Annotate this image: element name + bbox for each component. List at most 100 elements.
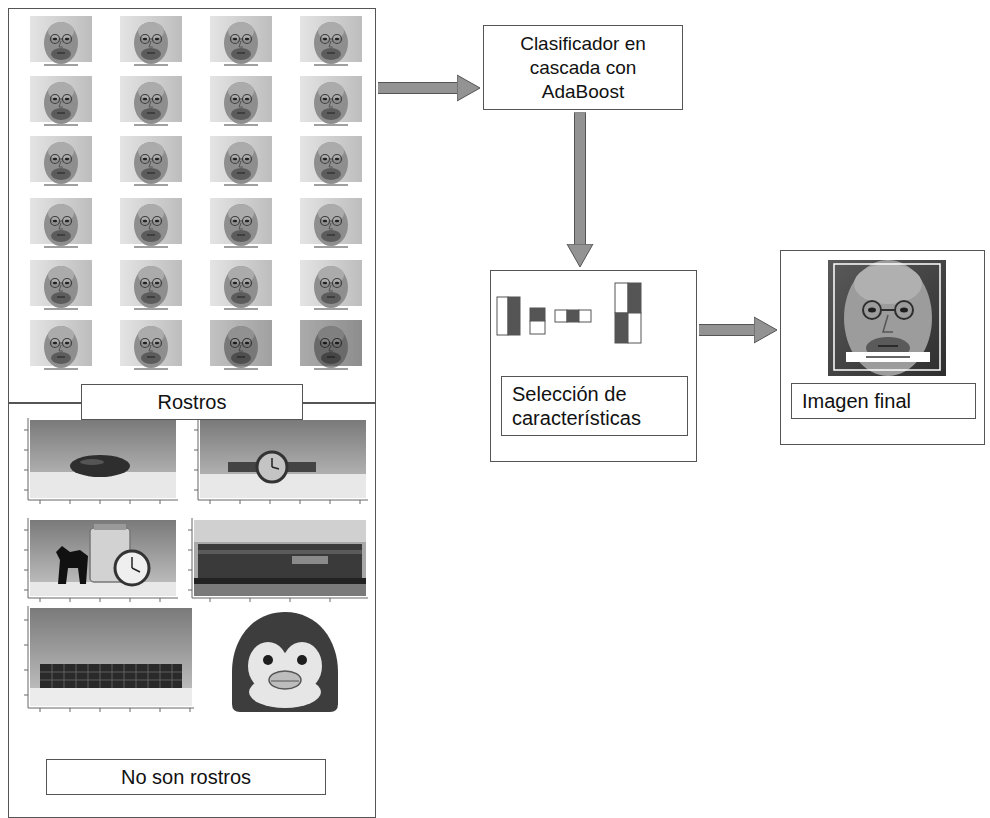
non-face-image <box>160 598 161 602</box>
haar-feature <box>628 313 641 343</box>
penguin-icon <box>263 655 273 665</box>
non-face-image <box>250 598 251 602</box>
non-face-image <box>194 490 198 491</box>
non-face-image <box>30 608 192 706</box>
face-thumbnails <box>300 260 362 308</box>
face-thumbnails <box>30 16 362 368</box>
non-face-image <box>290 598 291 602</box>
haar-feature <box>555 310 567 322</box>
haar-feature <box>615 313 628 343</box>
non-face-image <box>271 458 273 467</box>
non-face-image <box>130 708 131 712</box>
non-face-image <box>210 500 211 504</box>
non-face-image <box>194 418 368 504</box>
non-face-image <box>194 450 198 451</box>
thumbnail-caption <box>134 184 168 186</box>
result-photo <box>834 264 940 370</box>
thumbnail-caption <box>314 184 348 186</box>
non-face-image <box>188 518 368 602</box>
thumbnail-caption <box>224 308 258 310</box>
non-face-image <box>130 500 131 504</box>
non-face-image <box>190 708 191 712</box>
face-thumbnails <box>300 198 362 246</box>
result-photo <box>828 260 946 376</box>
non-face-image <box>194 430 198 431</box>
face-thumbnails <box>210 320 272 366</box>
non-face-image <box>40 664 182 688</box>
face-thumbnails <box>30 320 92 368</box>
non-face-image <box>40 680 182 681</box>
non-face-image <box>115 551 149 585</box>
non-face-image <box>188 530 192 531</box>
non-face-image <box>360 500 361 504</box>
result-photo <box>828 260 946 376</box>
non-face-image <box>24 418 178 504</box>
block-arrow <box>699 325 754 335</box>
label-box: No son rostros <box>46 759 326 795</box>
block-arrow <box>699 324 754 336</box>
non-face-image <box>70 500 71 504</box>
penguin-icon <box>269 671 301 689</box>
non-face-image <box>148 664 149 688</box>
non-face-image <box>300 500 301 504</box>
non-face-image <box>198 550 362 554</box>
non-face-image <box>24 645 28 646</box>
face-thumbnails <box>300 320 362 368</box>
non-face-image <box>132 568 140 572</box>
thumbnail-caption <box>44 246 78 248</box>
non-face-image <box>198 500 368 501</box>
face-thumbnails <box>210 76 272 124</box>
thumbnail-caption <box>44 368 78 370</box>
process-box: Clasificador en cascada con AdaBoost <box>483 25 683 110</box>
non-face-image <box>24 518 178 602</box>
block-arrow <box>378 82 457 94</box>
non-face-image <box>240 500 241 504</box>
thumbnail-caption <box>314 124 348 126</box>
non-face-image <box>24 670 28 671</box>
non-face-image <box>272 467 279 469</box>
non-face-image <box>136 664 137 688</box>
non-face-image <box>24 695 28 696</box>
non-face-image <box>188 570 192 571</box>
face-thumbnails <box>30 260 92 308</box>
thumbnail-caption <box>44 184 78 186</box>
process-box: Selección de características <box>490 270 697 462</box>
non-face-image <box>30 688 192 706</box>
non-face-image <box>56 546 88 584</box>
result-photo <box>895 301 913 319</box>
block-arrow <box>574 112 586 244</box>
non-face-image <box>64 664 65 688</box>
non-face-image <box>24 620 28 621</box>
haar-feature <box>530 308 545 321</box>
non-face-image <box>198 544 362 578</box>
face-thumbnails <box>120 76 182 124</box>
thumbnail-caption <box>134 64 168 66</box>
non-face-image <box>192 598 368 599</box>
non-face-image <box>330 598 331 602</box>
haar-feature <box>497 297 508 335</box>
non-face-image <box>188 550 192 551</box>
non-face-image <box>24 470 28 471</box>
penguin-icon <box>232 612 338 712</box>
non-face-image <box>76 664 77 688</box>
penguin-icon <box>297 655 307 665</box>
non-face-image <box>194 520 366 542</box>
thumbnail-caption <box>314 246 348 248</box>
non-face-image <box>70 598 71 602</box>
result-photo <box>846 352 930 362</box>
haar-feature <box>567 310 579 322</box>
result-photo <box>863 301 881 319</box>
non-face-image <box>28 606 29 708</box>
result-photo <box>900 308 908 313</box>
non-face-image <box>52 664 53 688</box>
non-face-image <box>24 590 28 591</box>
thumbnail-caption <box>224 124 258 126</box>
image-panel: No son rostros <box>8 403 376 818</box>
result-box: Imagen final <box>780 250 985 445</box>
penguin-icon <box>249 676 321 708</box>
non-face-image <box>194 520 366 596</box>
face-thumbnails <box>210 320 272 368</box>
block-arrow <box>575 112 585 244</box>
non-face-image <box>112 664 113 688</box>
face-thumbnails <box>300 16 362 64</box>
